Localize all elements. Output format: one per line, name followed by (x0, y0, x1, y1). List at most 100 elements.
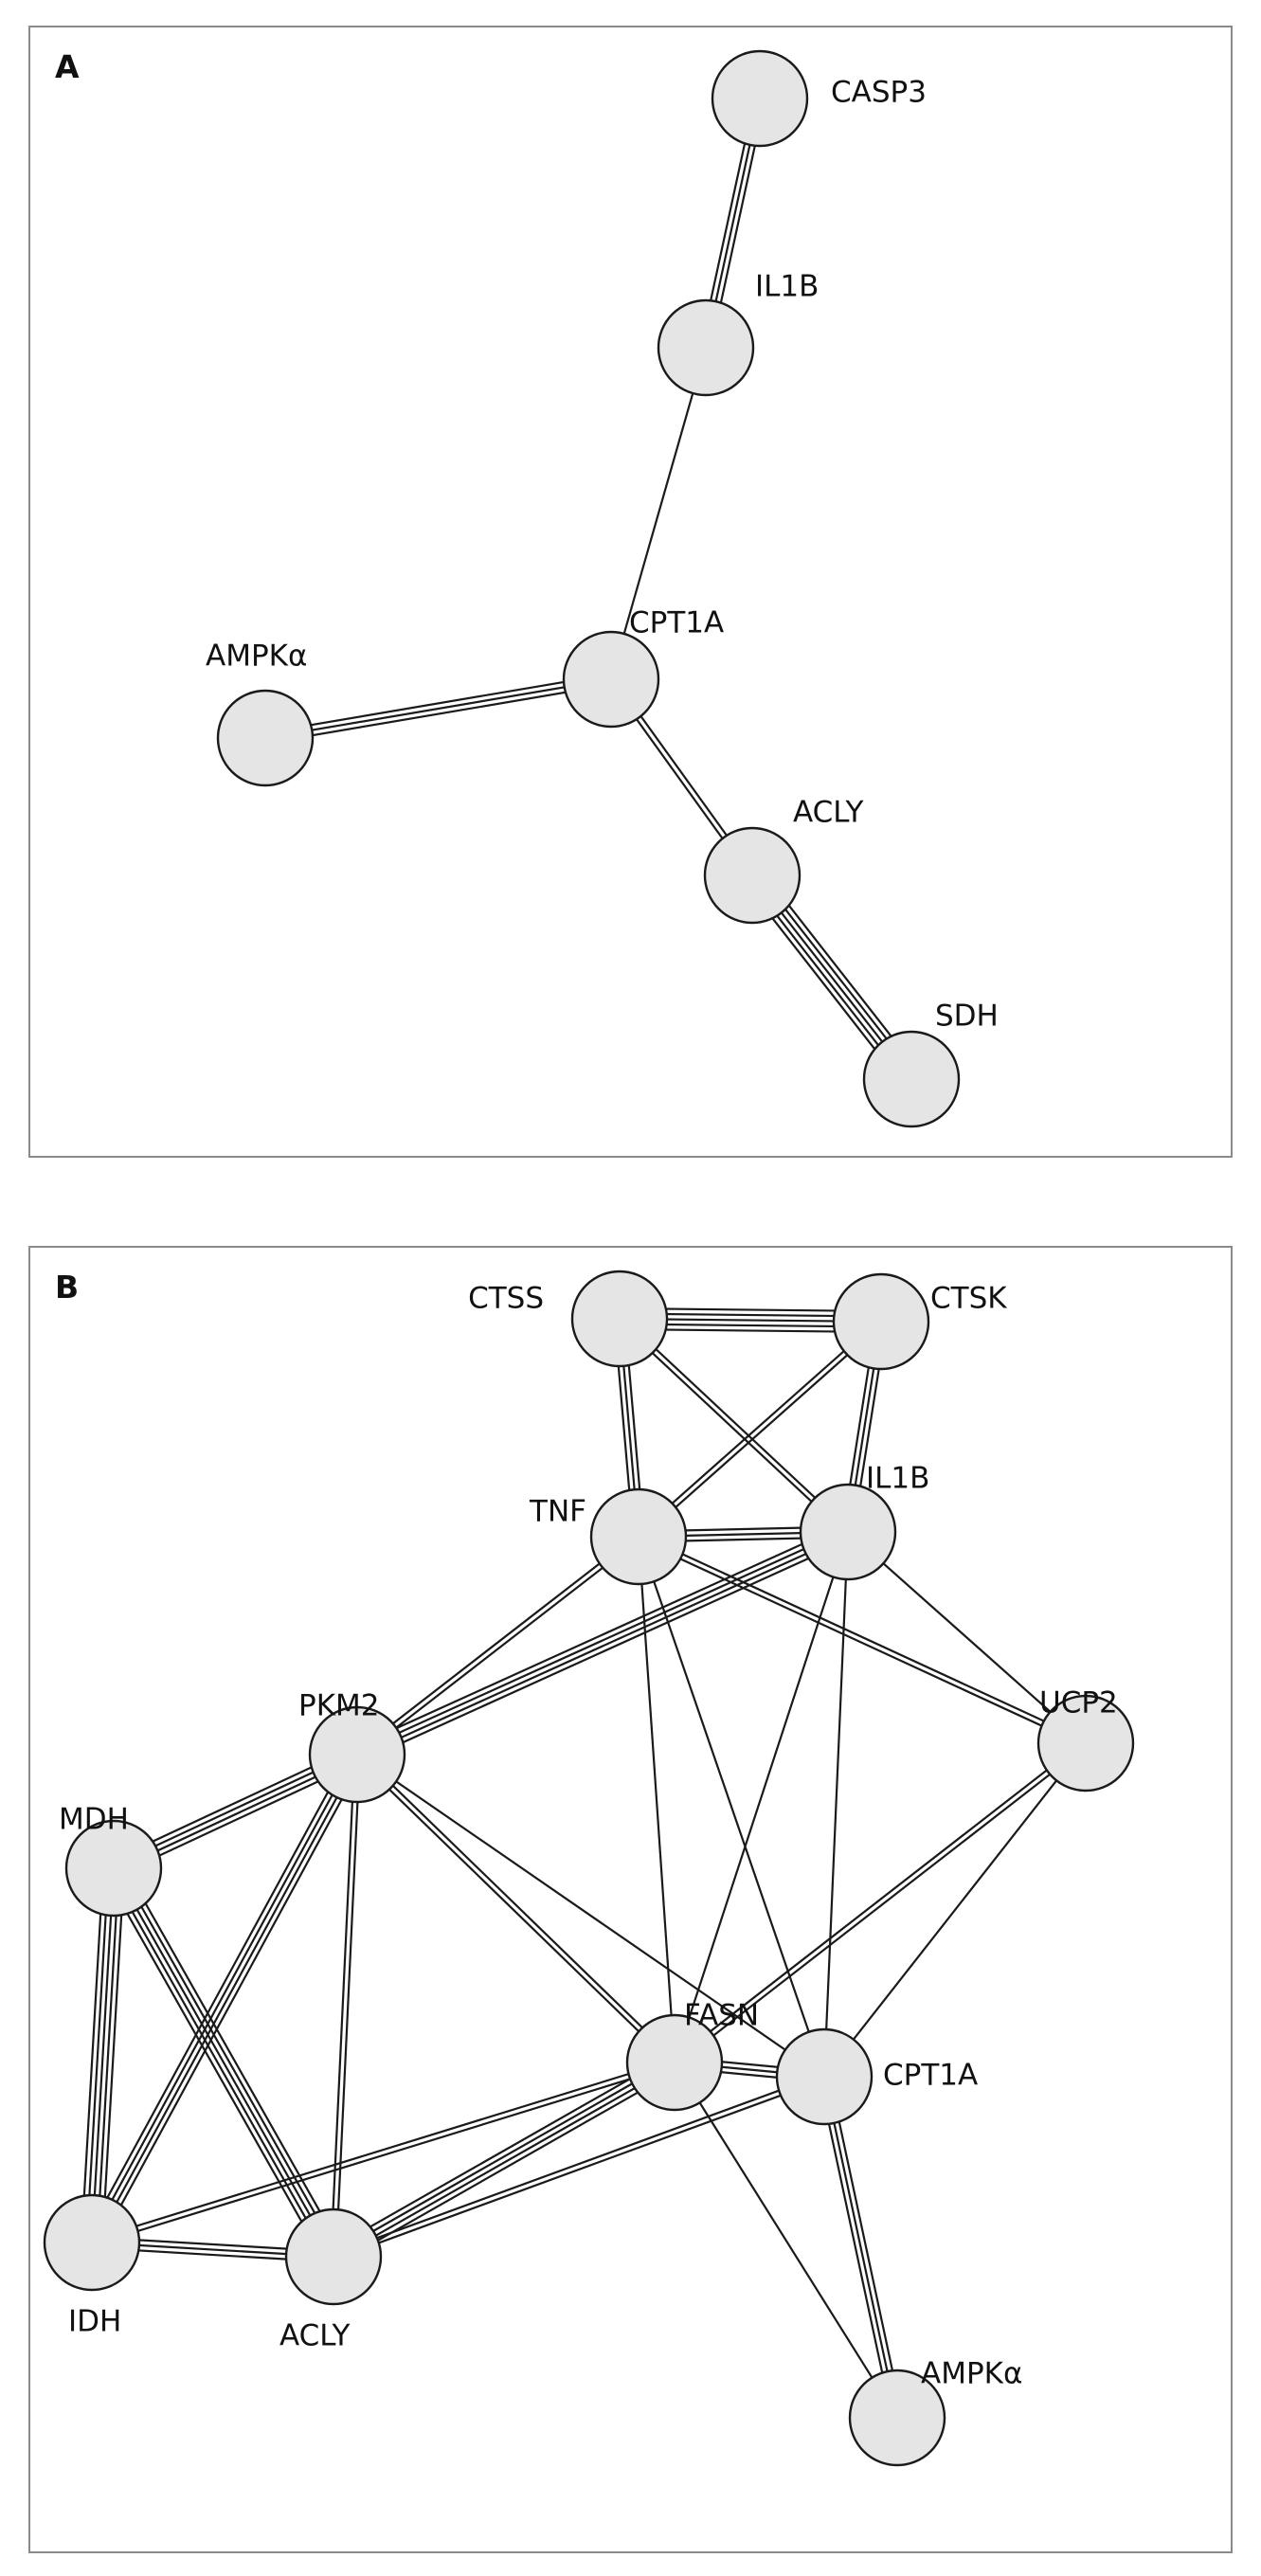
edge-line (822, 1531, 850, 2078)
node-sdh[interactable]: SDH (862, 1000, 999, 1128)
node-casp3[interactable]: CASP3 (711, 49, 927, 148)
edge-line (83, 1750, 351, 2240)
node-label: IL1B (866, 1462, 929, 1496)
node-circle[interactable] (284, 2207, 383, 2306)
node-label: AMPKα (921, 2357, 1022, 2391)
node-circle[interactable] (832, 1272, 930, 1371)
node-pkm2[interactable]: PKM2 (298, 1689, 406, 1804)
panel-label-b: B (55, 1269, 80, 1306)
node-cpt1a[interactable]: CPT1A (562, 606, 724, 729)
edge-line (332, 2059, 675, 2256)
edge-tnf-fasn (637, 1536, 676, 2063)
node-circle[interactable] (308, 1705, 406, 1804)
edge-ctsk-tnf (636, 1319, 884, 1540)
edge-fasn-ampka (674, 2062, 898, 2419)
edge-line (96, 1868, 120, 2243)
edge-line (617, 1320, 847, 1535)
node-circle[interactable] (703, 826, 802, 925)
node-label: TNF (529, 1495, 586, 1529)
edge-line (88, 1753, 356, 2243)
node-ucp2[interactable]: UCP2 (1036, 1686, 1135, 1792)
edge-line (90, 2059, 675, 2242)
edge-line (674, 2062, 898, 2419)
edge-line (358, 1538, 641, 1758)
node-circle[interactable] (848, 2369, 946, 2467)
node-circle[interactable] (216, 689, 315, 787)
node-circle[interactable] (570, 1270, 669, 1368)
node-cpt1a[interactable]: CPT1A (775, 2027, 978, 2126)
edge-line (673, 1531, 850, 2063)
node-il1b[interactable]: IL1B (657, 270, 819, 397)
node-circle[interactable] (64, 1819, 163, 1918)
node-circle[interactable] (43, 2193, 141, 2292)
edge-line (90, 1867, 116, 2243)
node-ampka[interactable]: AMPKα (206, 639, 315, 787)
edge-line (354, 1533, 638, 1754)
edge-line (85, 1867, 110, 2243)
node-acly[interactable]: ACLY (279, 2207, 383, 2353)
edge-il1b-pkm2 (353, 1523, 852, 1763)
edge-mdh-acly (103, 1863, 344, 2262)
edges (80, 1306, 1089, 2420)
edge-line (609, 347, 708, 680)
edge-line (92, 2063, 676, 2246)
edge-line (640, 1323, 884, 1540)
node-label: SDH (935, 1000, 999, 1034)
edge-tnf-cpt1a (637, 1536, 826, 2078)
panel-label-a: A (55, 48, 80, 85)
edge-line (357, 1533, 850, 1758)
node-circle[interactable] (1036, 1694, 1135, 1792)
edge-line (358, 1752, 677, 2062)
edges (263, 97, 921, 1087)
node-idh[interactable]: IDH (43, 2193, 141, 2339)
edge-cpt1a-ampka (818, 2075, 904, 2420)
node-il1b[interactable]: IL1B (799, 1462, 929, 1581)
edge-line (330, 1754, 356, 2257)
node-label: CPT1A (629, 606, 724, 640)
edge-line (108, 1870, 331, 2261)
edge-il1b-ucp2 (847, 1531, 1087, 1744)
node-circle[interactable] (799, 1483, 897, 1581)
edge-ctss-il1b (617, 1316, 851, 1535)
node-ctss[interactable]: CTSS (468, 1270, 669, 1368)
node-circle[interactable] (625, 2013, 724, 2112)
node-label: ACLY (279, 2319, 350, 2353)
node-circle[interactable] (862, 1030, 961, 1128)
node-label: AMPKα (206, 639, 307, 674)
edge-line (636, 1319, 880, 1536)
edge-line (113, 1867, 334, 2258)
node-label: CTSS (468, 1282, 544, 1316)
node-acly[interactable]: ACLY (703, 796, 863, 925)
edge-line (333, 2078, 826, 2261)
node-label: CASP3 (831, 76, 927, 110)
node-circle[interactable] (775, 2027, 874, 2126)
edge-line (621, 1316, 851, 1531)
node-label: MDH (59, 1803, 129, 1837)
edge-line (264, 677, 612, 740)
edge-line (637, 1536, 826, 2078)
node-label: CPT1A (883, 2059, 978, 2093)
node-label: IDH (68, 2305, 121, 2339)
node-circle[interactable] (657, 298, 755, 397)
edge-line (353, 1523, 846, 1749)
edge-line (329, 2054, 672, 2251)
edge-line (639, 1533, 1088, 1742)
node-mdh[interactable]: MDH (59, 1803, 163, 1918)
edge-line (822, 2076, 899, 2419)
edge-line (637, 1536, 676, 2063)
node-ctsk[interactable]: CTSK (832, 1272, 1007, 1371)
node-label: ACLY (793, 796, 863, 830)
edge-line (333, 2063, 676, 2261)
node-circle[interactable] (589, 1487, 688, 1586)
node-fasn[interactable]: FASN (625, 1999, 759, 2112)
node-tnf[interactable]: TNF (529, 1487, 688, 1586)
edge-line (359, 1538, 852, 1763)
edge-line (672, 1739, 1085, 2062)
node-circle[interactable] (562, 630, 660, 729)
node-circle[interactable] (711, 49, 809, 148)
edge-line (334, 1755, 361, 2258)
node-ampka[interactable]: AMPKα (848, 2357, 1022, 2467)
edge-line (356, 1754, 825, 2078)
